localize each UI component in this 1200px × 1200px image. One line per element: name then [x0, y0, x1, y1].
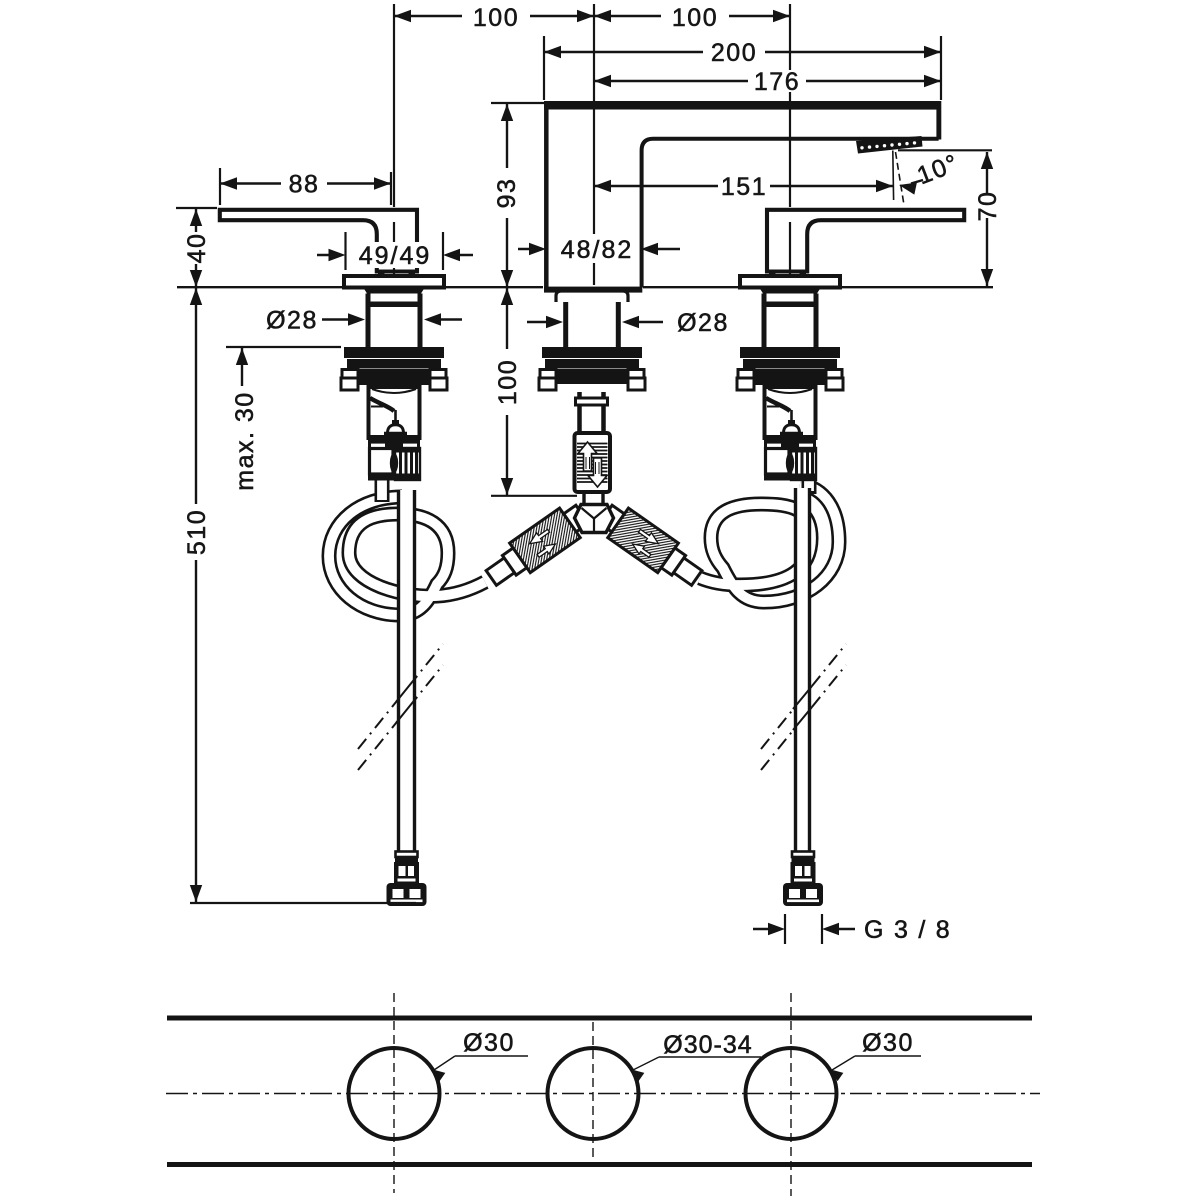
svg-text:510: 510	[183, 509, 211, 555]
svg-text:48/82: 48/82	[561, 236, 634, 264]
svg-text:Ø30: Ø30	[862, 1029, 914, 1057]
svg-text:151: 151	[721, 173, 767, 201]
svg-text:Ø30: Ø30	[463, 1029, 515, 1057]
svg-text:max. 30: max. 30	[231, 391, 259, 490]
svg-text:176: 176	[754, 68, 800, 96]
svg-text:88: 88	[289, 171, 320, 199]
svg-text:100: 100	[672, 4, 718, 32]
svg-text:49/49: 49/49	[359, 242, 432, 270]
svg-text:70: 70	[974, 191, 1002, 222]
svg-text:100: 100	[473, 4, 519, 32]
svg-text:Ø30-34: Ø30-34	[663, 1031, 752, 1059]
svg-text:G3/8: G3/8	[864, 916, 960, 944]
svg-text:Ø28: Ø28	[266, 307, 318, 335]
svg-text:Ø28: Ø28	[677, 309, 729, 337]
svg-text:100: 100	[494, 359, 522, 405]
svg-text:93: 93	[493, 178, 521, 209]
svg-text:200: 200	[711, 39, 757, 67]
svg-text:40: 40	[183, 233, 211, 264]
